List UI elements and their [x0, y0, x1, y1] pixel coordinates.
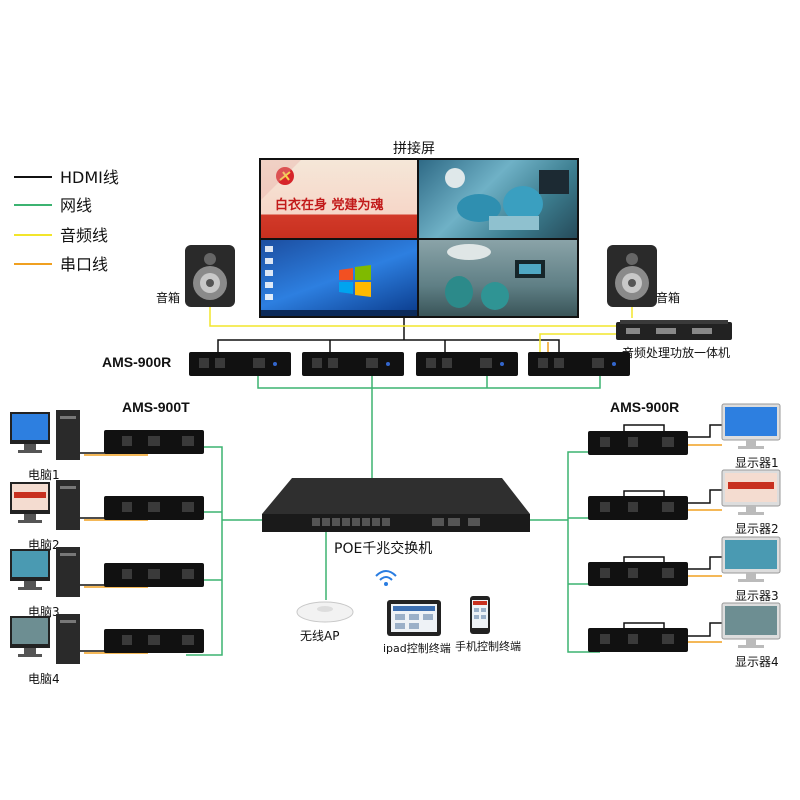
- right-speaker-icon: [607, 245, 657, 307]
- legend-swatch-serial: [14, 263, 52, 265]
- computer-4-icon: [10, 614, 80, 664]
- network-lines: [186, 372, 601, 656]
- legend-label-network: 网线: [60, 196, 93, 215]
- audio-lines: [209, 305, 633, 356]
- operating-room-image: [445, 244, 545, 310]
- top-decoder-2: [302, 352, 404, 376]
- right-decoder-3: [588, 562, 688, 586]
- amplifier-label: 音频处理功放一体机: [622, 346, 731, 360]
- wireless-ap-icon: [296, 601, 354, 623]
- surgery-scene-image: [445, 168, 569, 230]
- computer-1-icon: [10, 410, 80, 460]
- wireless-ap-label: 无线AP: [300, 629, 340, 643]
- computer-4-label: 电脑4: [28, 672, 60, 686]
- encoder-2: [104, 496, 204, 520]
- legend-swatch-audio: [14, 234, 52, 236]
- poe-switch-icon: [262, 478, 530, 532]
- computer-1-label: 电脑1: [28, 468, 60, 482]
- display-1-icon: [721, 403, 781, 449]
- right-decoder-2: [588, 496, 688, 520]
- wifi-icon: [375, 570, 397, 586]
- display-4-label: 显示器4: [735, 655, 779, 669]
- top-decoder-3: [416, 352, 518, 376]
- wall-panel-surgery-2: [419, 240, 577, 316]
- display-4-icon: [721, 602, 781, 648]
- video-wall-title: 拼接屏: [393, 141, 435, 157]
- display-3-icon: [721, 536, 781, 582]
- legend-swatch-hdmi: [14, 176, 52, 178]
- phone-icon: [470, 596, 490, 634]
- encoder-3: [104, 563, 204, 587]
- phone-label: 手机控制终端: [455, 640, 521, 653]
- legend-swatch-network: [14, 204, 52, 206]
- top-decoders-label: AMS-900R: [102, 354, 172, 370]
- right-decoders-label: AMS-900R: [610, 399, 680, 415]
- computer-2-label: 电脑2: [28, 538, 60, 552]
- wall-panel-banner: 白衣在身 党建为魂: [261, 160, 417, 238]
- computer-3-label: 电脑3: [28, 605, 60, 619]
- wall-panel-surgery-1: [419, 160, 577, 238]
- legend-label-audio: 音频线: [60, 226, 109, 245]
- wall-banner-text: 白衣在身 党建为魂: [275, 198, 384, 213]
- top-decoder-4: [528, 352, 630, 376]
- encoder-4: [104, 629, 204, 653]
- party-emblem-icon: [261, 160, 301, 200]
- right-speaker-label: 音箱: [656, 291, 681, 305]
- top-decoder-1: [189, 352, 291, 376]
- poe-switch-label: POE千兆交换机: [334, 541, 433, 557]
- left-speaker-icon: [185, 245, 235, 307]
- right-decoder-1: [588, 431, 688, 455]
- ipad-label: ipad控制终端: [383, 642, 451, 655]
- windows-logo-icon: [261, 246, 417, 316]
- left-speaker-label: 音箱: [156, 291, 181, 305]
- video-wall: 白衣在身 党建为魂: [259, 158, 579, 318]
- encoder-1: [104, 430, 204, 454]
- encoders-label: AMS-900T: [122, 399, 190, 415]
- legend-label-hdmi: HDMI线: [60, 168, 119, 187]
- legend-label-serial: 串口线: [60, 255, 109, 274]
- wall-panel-windows-desktop: [261, 240, 417, 316]
- computer-3-icon: [10, 547, 80, 597]
- right-decoder-4: [588, 628, 688, 652]
- amplifier-icon: [616, 320, 732, 340]
- display-3-label: 显示器3: [735, 589, 779, 603]
- display-1-label: 显示器1: [735, 456, 779, 470]
- computer-2-icon: [10, 480, 80, 530]
- display-2-label: 显示器2: [735, 522, 779, 536]
- ipad-icon: [387, 600, 441, 636]
- display-2-icon: [721, 469, 781, 515]
